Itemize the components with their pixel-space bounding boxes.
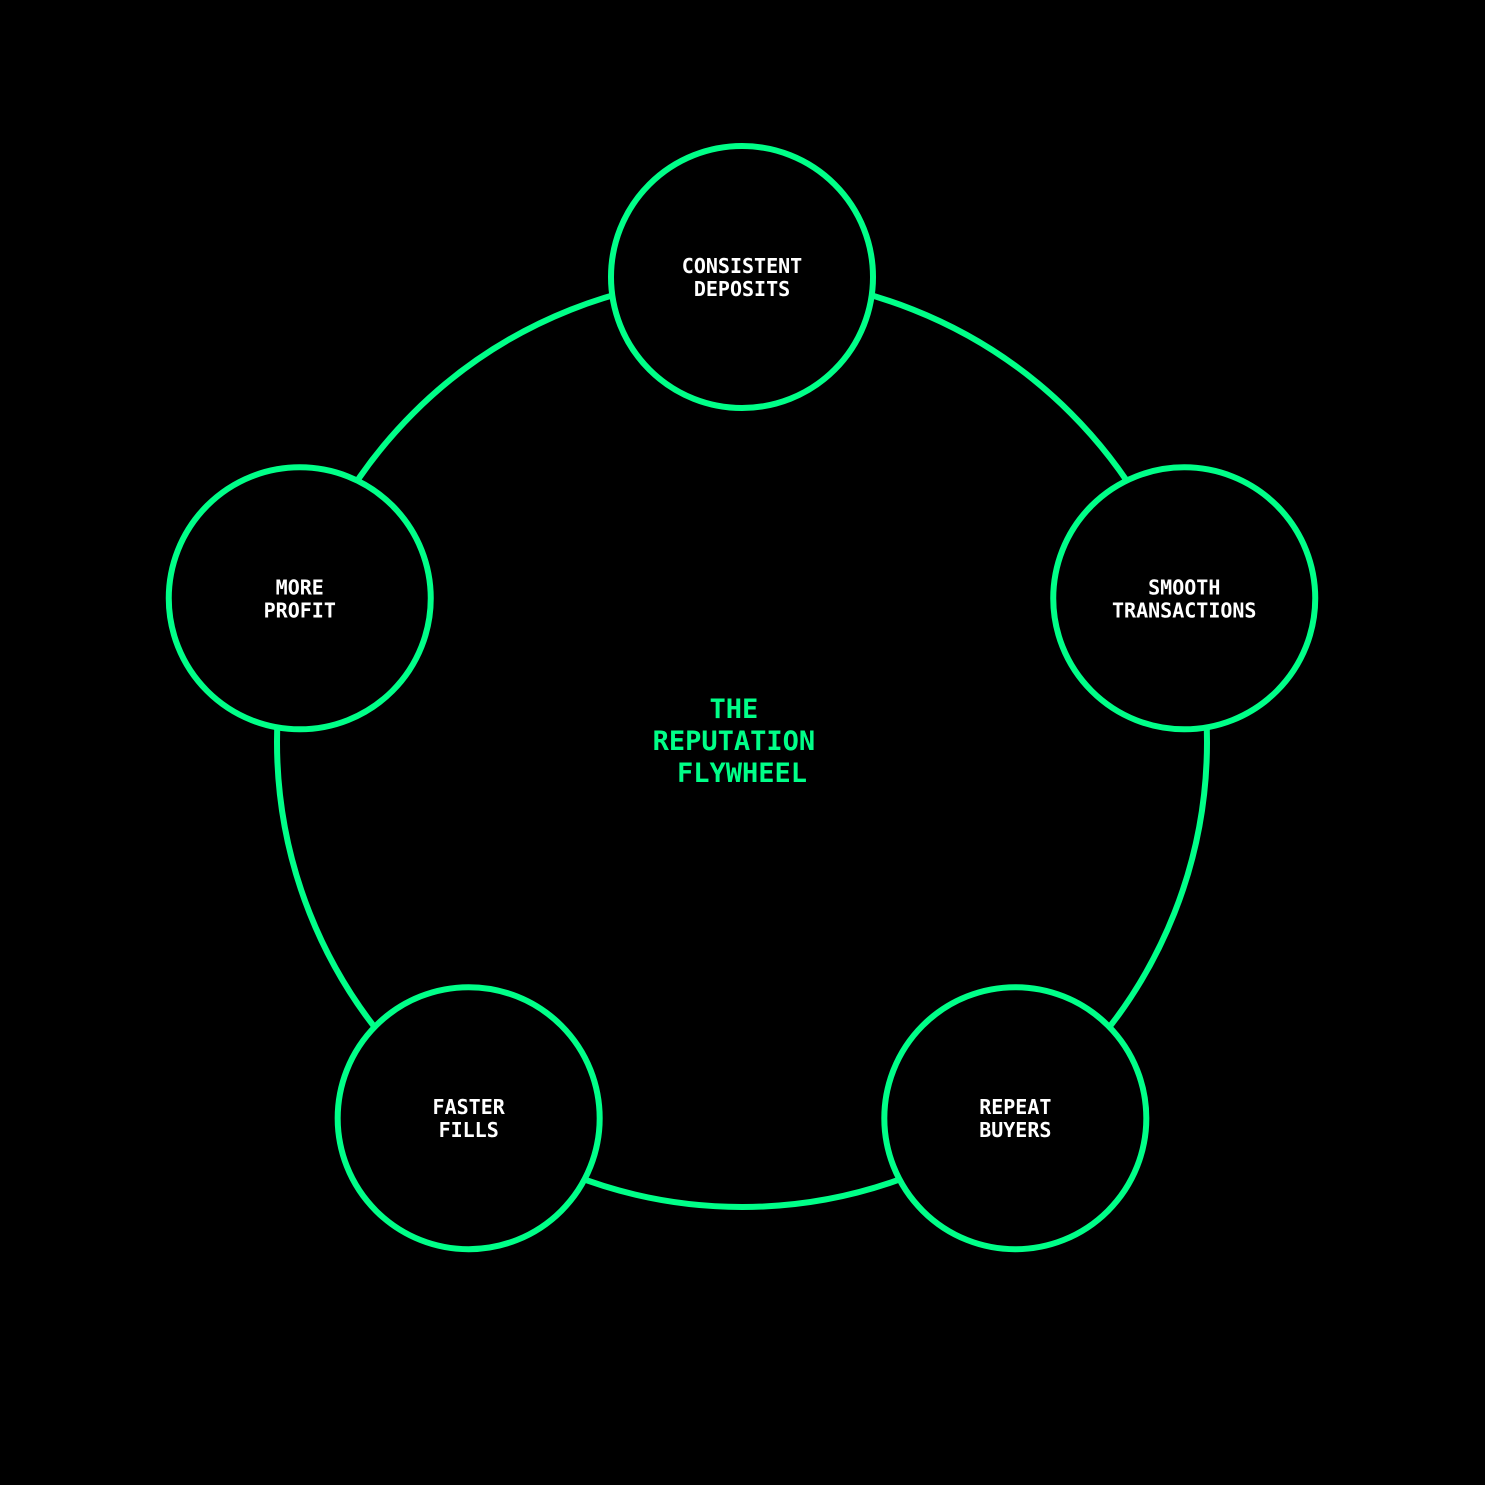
- title-line: REPUTATION: [653, 726, 816, 757]
- node-circle: [1050, 464, 1319, 733]
- node-circle: [334, 984, 603, 1253]
- node-circle: [881, 984, 1150, 1253]
- title-line: THE: [709, 694, 758, 725]
- node-label-line: SMOOTH: [1148, 575, 1220, 599]
- node-label-line: CONSISTENT: [682, 254, 802, 278]
- node-label-line: DEPOSITS: [694, 277, 790, 301]
- node-label-line: FILLS: [439, 1118, 499, 1142]
- node-label-line: BUYERS: [979, 1118, 1051, 1142]
- title-line: FLYWHEEL: [677, 758, 807, 789]
- flywheel-title: THE REPUTATION FLYWHEEL: [653, 694, 832, 789]
- node-circle: [165, 464, 434, 733]
- node-circle: [608, 143, 876, 411]
- node-label-line: REPEAT: [979, 1095, 1051, 1119]
- node-label-line: PROFIT: [264, 598, 336, 622]
- node-label-line: FASTER: [433, 1095, 506, 1119]
- node-label-line: TRANSACTIONS: [1112, 598, 1257, 622]
- node-label-line: MORE: [276, 575, 324, 599]
